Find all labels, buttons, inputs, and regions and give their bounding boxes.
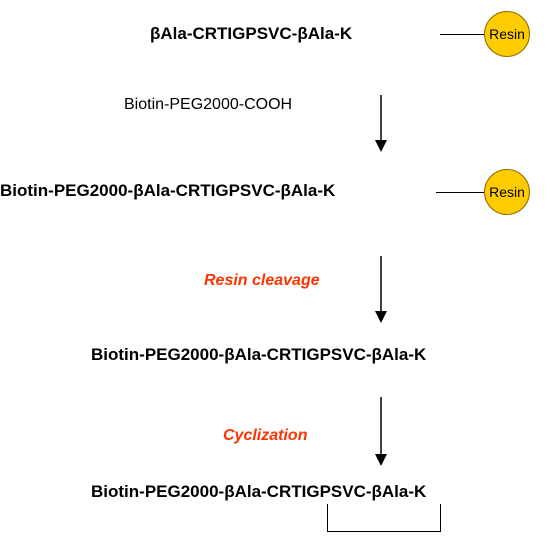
resin-bond-2 xyxy=(436,192,486,193)
step-cyclization-label: Cyclization xyxy=(223,427,308,444)
resin-bead-2: Resin xyxy=(484,169,530,215)
sequence-row-2: Biotin-PEG2000-βAla-CRTIGPSVC-βAla-K xyxy=(0,181,336,200)
sequence-row-1: βAla-CRTIGPSVC-βAla-K xyxy=(150,24,353,43)
resin-label-2: Resin xyxy=(489,184,525,200)
arrow-down-2 xyxy=(375,256,387,323)
resin-bead-1: Resin xyxy=(484,11,530,57)
arrow-head-1 xyxy=(375,140,387,152)
arrow-head-3 xyxy=(375,454,387,466)
arrow-down-1 xyxy=(375,95,387,152)
sequence-row-3: Biotin-PEG2000-βAla-CRTIGPSVC-βAla-K xyxy=(91,345,427,364)
step-resin-cleavage-label: Resin cleavage xyxy=(204,272,320,289)
disulfide-bridge-bracket xyxy=(327,504,441,532)
resin-bond-1 xyxy=(440,34,486,35)
step-reagent-label: Biotin-PEG2000-COOH xyxy=(124,96,293,113)
sequence-row-4: Biotin-PEG2000-βAla-CRTIGPSVC-βAla-K xyxy=(91,482,427,501)
arrow-down-3 xyxy=(375,397,387,466)
resin-label-1: Resin xyxy=(489,26,525,42)
arrow-head-2 xyxy=(375,311,387,323)
